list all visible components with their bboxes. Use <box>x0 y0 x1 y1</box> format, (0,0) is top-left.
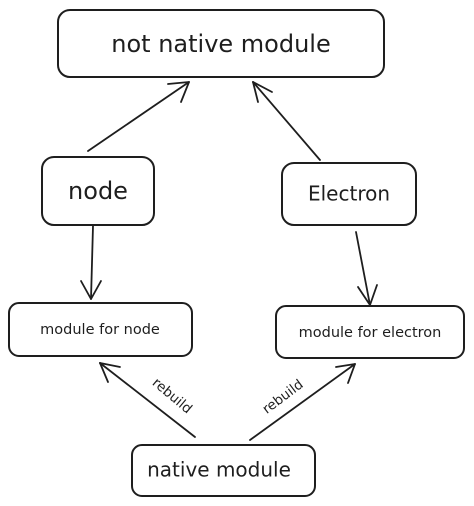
edge-native-to-module-for-node <box>99 362 196 438</box>
node-label-module-for-node: module for node <box>40 322 160 338</box>
edge-label-rebuild-right: rebuild <box>260 377 307 418</box>
node-label-native-module: native module <box>147 458 291 482</box>
node-module-for-node: module for node <box>8 302 193 357</box>
edge-native-to-module-for-electron <box>249 363 356 441</box>
edge-label-rebuild-left: rebuild <box>149 375 195 417</box>
edge-node-to-not-native <box>87 81 190 152</box>
node-electron: Electron <box>281 162 417 226</box>
node-native-module: native module <box>131 444 316 497</box>
edge-node-to-module-for-node <box>80 225 102 300</box>
node-label-electron: Electron <box>308 182 390 206</box>
edge-electron-to-not-native <box>252 81 321 161</box>
node-module-for-electron: module for electron <box>275 305 465 359</box>
node-node: node <box>41 156 155 226</box>
node-label-node: node <box>68 177 128 205</box>
node-label-not-native-module: not native module <box>111 30 330 58</box>
node-not-native-module: not native module <box>57 9 385 78</box>
node-label-module-for-electron: module for electron <box>299 325 442 341</box>
edge-electron-to-module-for-electron <box>355 231 378 306</box>
